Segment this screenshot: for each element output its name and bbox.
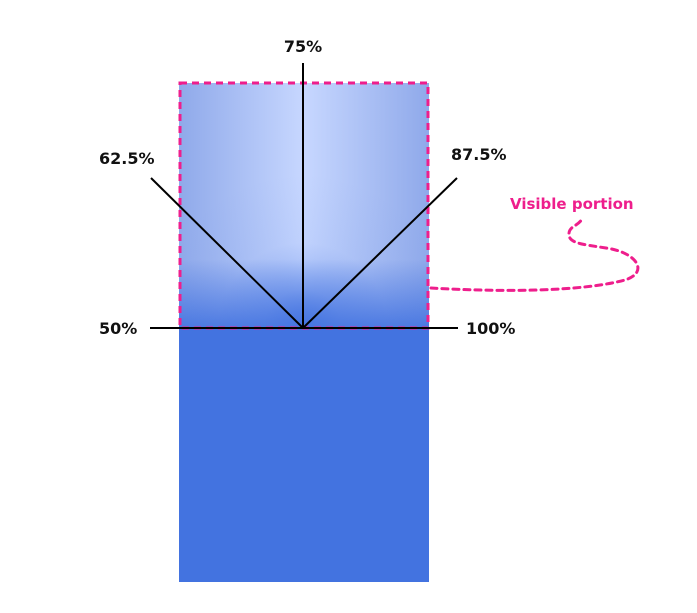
label-75: 75% (284, 37, 322, 56)
label-50: 50% (99, 319, 137, 338)
ray-62-5 (150, 177, 304, 329)
ray-87-5 (302, 177, 458, 329)
solid-fill-region (179, 328, 429, 582)
label-100: 100% (466, 319, 515, 338)
label-87-5: 87.5% (451, 145, 507, 164)
visible-portion-label: Visible portion (510, 195, 634, 213)
label-62-5: 62.5% (99, 149, 155, 168)
angle-lines (150, 63, 458, 329)
annotation-connector (429, 217, 640, 292)
